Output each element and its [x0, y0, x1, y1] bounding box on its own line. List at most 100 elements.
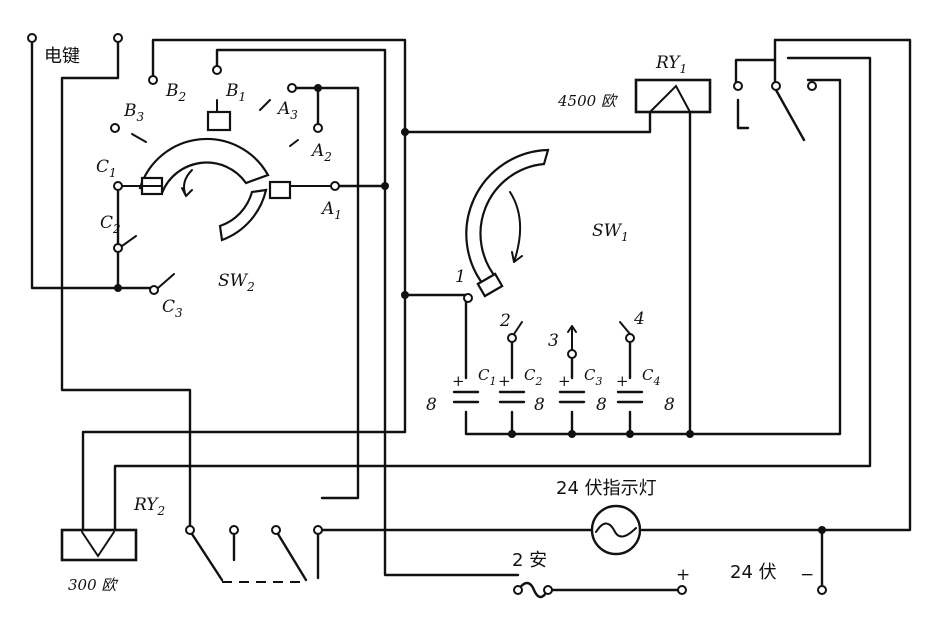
ry1-contact-wire: [734, 38, 912, 532]
label-ry2-resistance: 300 欧: [68, 576, 119, 594]
ry1-terminal-nc: [733, 81, 743, 91]
svg-text:+: +: [616, 372, 629, 390]
terminal-c2: [113, 243, 123, 253]
lamp-filament: [595, 522, 637, 538]
svg-text:C3: C3: [584, 366, 602, 388]
capacitor-plates: [498, 390, 526, 404]
ry2-loop: [113, 56, 872, 532]
ry1-terminal-common: [771, 81, 781, 91]
capacitor-plates: [558, 390, 586, 404]
relay-ry2: RY2 300 欧: [60, 495, 323, 594]
sw1-terminal-1: [463, 293, 473, 303]
label-ry1-resistance: 4500 欧: [557, 92, 619, 110]
capacitor-value: 8: [664, 395, 675, 415]
label-ry2: RY2: [133, 495, 165, 518]
svg-text:+: +: [498, 372, 511, 390]
sw2-leads: [117, 99, 336, 187]
label-c1: C1: [96, 157, 117, 180]
ry1-feed: [403, 110, 652, 134]
supply-plus-terminal: [677, 585, 687, 595]
capacitor-plates: [452, 390, 480, 404]
capacitors: + C1 8 + C2 8 + C3 8 + C4 8: [401, 128, 694, 438]
key-terminal-right: [113, 33, 123, 43]
sw2-wafer: [117, 99, 336, 242]
capacitor-c1: + C1 8: [426, 366, 496, 415]
lamp-bulb: [590, 504, 642, 556]
b1-fuse-wire: [215, 48, 520, 577]
sw1-terminal-2: [507, 333, 517, 343]
label-b1: B1: [225, 81, 246, 104]
ry2-contact-3: [271, 525, 281, 535]
svg-text:C4: C4: [642, 366, 660, 388]
node-a1: [381, 182, 389, 190]
terminal-b1: [212, 65, 222, 75]
svg-text:+: +: [452, 372, 465, 390]
capacitor-c3: + C3 8: [558, 366, 607, 415]
terminal-a3: [287, 83, 297, 93]
terminal-a2: [313, 123, 323, 133]
label-telegraph-key: 电键: [44, 46, 80, 67]
label-supply: 24 伏: [730, 562, 777, 583]
b2-top-wire: [151, 38, 407, 434]
sw1-contact: [476, 272, 504, 298]
sw2-lower-wafer: [218, 188, 268, 242]
sw1-contact-arrows: [513, 321, 631, 351]
key-wire-right: [60, 38, 192, 532]
label-a1: A1: [320, 199, 342, 222]
sw1-pos-1: 1: [455, 267, 466, 287]
sw2-rotation-arrow: [181, 169, 193, 197]
capacitor-plates: [616, 390, 644, 404]
sw1-pos-3: 3: [548, 331, 559, 351]
ry1-nc-stub: [736, 98, 750, 130]
sw2-labels: B2 B1 B3 A3 A2 A1 C1 C2 C3 SW2: [96, 81, 342, 320]
svg-text:+: +: [558, 372, 571, 390]
wiring: [30, 38, 912, 592]
sw2-contact-a: [268, 180, 292, 200]
label-a2: A2: [310, 141, 332, 164]
label-plus: +: [676, 565, 690, 585]
terminal-b3: [110, 123, 120, 133]
cap-bottom-bus: [464, 78, 842, 436]
ry1-contact-arm: [774, 88, 806, 142]
label-a3: A3: [276, 99, 298, 122]
sw1-pos-2: 2: [499, 311, 511, 331]
indicator-lamp: 24 伏指示灯: [556, 478, 657, 556]
sw2-terminals: [110, 65, 389, 295]
ry1-coil-symbol: [649, 84, 691, 113]
sw1-rotation-arrow: [509, 191, 523, 263]
c-bus: [116, 250, 152, 290]
fuse-element: [516, 581, 550, 599]
svg-text:C2: C2: [524, 366, 542, 388]
fuse: 2 安: [512, 550, 553, 599]
label-lamp: 24 伏指示灯: [556, 478, 657, 499]
sw1-switch: 1 2 3 4 SW1: [455, 148, 645, 359]
sw2-contact-arrows: [121, 99, 299, 289]
capacitor-value: 8: [426, 395, 437, 415]
sw1-pos-4: 4: [633, 309, 645, 329]
key-terminal-left: [27, 33, 37, 43]
sw2-contact-b: [206, 110, 232, 132]
terminal-a1: [330, 181, 340, 191]
capacitor-value: 8: [596, 395, 607, 415]
ry2-contact-arms: [190, 532, 308, 582]
node-c-bus: [114, 284, 122, 292]
node-a3: [314, 84, 322, 92]
capacitor-c4: + C4 8: [616, 366, 675, 415]
terminal-c1: [113, 181, 123, 191]
label-c3: C3: [162, 297, 183, 320]
label-b2: B2: [165, 81, 186, 104]
key-wire-left: [30, 38, 120, 290]
terminal-c3: [149, 285, 159, 295]
terminal-b2: [148, 75, 158, 85]
sw1-terminal-3: [567, 349, 577, 359]
capacitor-value: 8: [534, 395, 545, 415]
label-sw2: SW2: [218, 271, 255, 294]
ry2-coil-symbol: [81, 531, 115, 558]
label-c2: C2: [100, 213, 121, 236]
label-fuse: 2 安: [512, 550, 547, 571]
supply-minus-terminal: [817, 585, 827, 595]
a3-wire: [290, 86, 360, 500]
telegraph-key: 电键: [27, 33, 123, 67]
relay-ry1: RY1 4500 欧: [557, 53, 817, 142]
